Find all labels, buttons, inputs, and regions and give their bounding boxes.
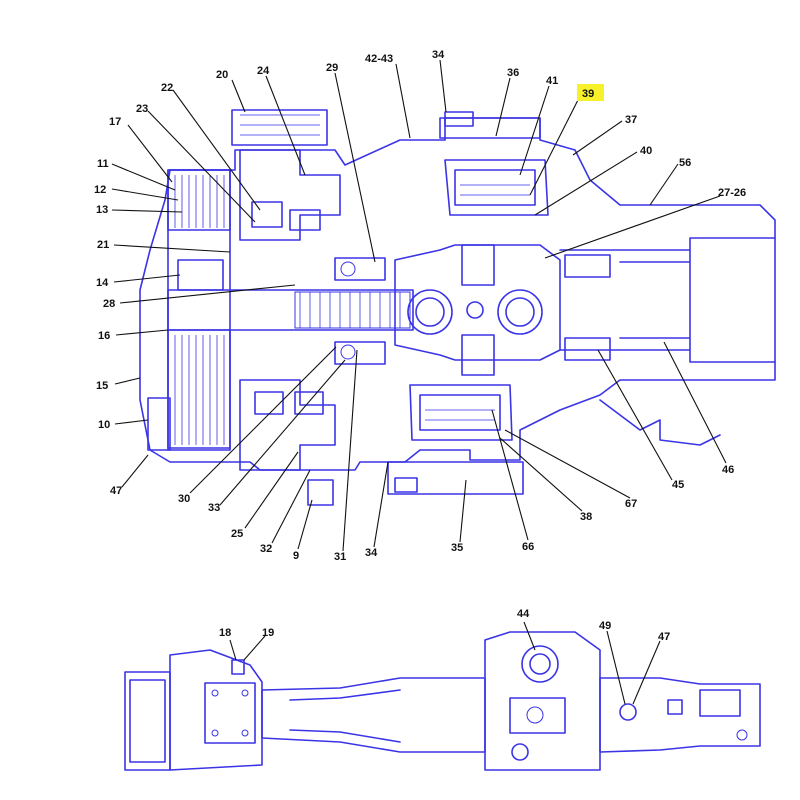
side-gear-left — [407, 289, 453, 335]
housing-rib — [599, 399, 721, 446]
nut-9 — [307, 479, 334, 506]
bolt-34-bottom — [394, 477, 418, 493]
callout-39: 39 — [582, 88, 594, 100]
input-flange-inner — [529, 653, 551, 675]
bearing-cup-top — [444, 159, 549, 216]
cap-35 — [387, 461, 524, 495]
callout-18: 18 — [219, 627, 231, 639]
callout-27-26: 27-26 — [718, 187, 746, 199]
callout-44: 44 — [517, 608, 530, 620]
callout-56: 56 — [679, 157, 691, 169]
axle-cross-section — [139, 109, 776, 506]
seal-45 — [564, 337, 611, 361]
input-flange-44 — [521, 645, 559, 683]
callout-17: 17 — [109, 116, 121, 128]
piston-14 — [177, 259, 224, 291]
tube-plate-right — [699, 689, 741, 717]
plug-49 — [619, 703, 637, 721]
bearing-29 — [334, 257, 386, 281]
leader-lines — [111, 59, 727, 705]
callout-35: 35 — [451, 542, 463, 554]
side-gear-right-inner — [505, 297, 535, 327]
bearing-24 — [289, 209, 321, 231]
differential-carrier-bottom — [509, 697, 566, 734]
callout-34-top: 34 — [432, 49, 445, 61]
callout-16: 16 — [98, 330, 110, 342]
callout-labels: 20 24 29 42-43 34 36 41 39 37 40 56 27-2… — [94, 49, 746, 643]
center-housing — [484, 631, 601, 771]
brake-pack-upper — [167, 169, 231, 231]
callout-15: 15 — [96, 380, 108, 392]
callout-46: 46 — [722, 464, 734, 476]
callout-49: 49 — [599, 620, 611, 632]
upper-gear-carrier — [239, 149, 341, 241]
callout-25: 25 — [231, 528, 243, 540]
cap-36 — [439, 117, 541, 139]
side-gear-right — [497, 289, 543, 335]
callout-14: 14 — [96, 277, 109, 289]
callout-9: 9 — [293, 550, 299, 562]
callout-22: 22 — [161, 82, 173, 94]
callout-33: 33 — [208, 502, 220, 514]
lower-gear-carrier — [239, 379, 336, 471]
callout-32: 32 — [260, 543, 272, 555]
bearing-33 — [294, 391, 324, 415]
callout-66: 66 — [522, 541, 534, 553]
differential-housing — [394, 244, 561, 361]
callout-13: 13 — [96, 204, 108, 216]
axle-overview — [124, 631, 761, 771]
planetary-end — [169, 649, 263, 771]
callout-45: 45 — [672, 479, 684, 491]
bearing-cup-bottom — [409, 384, 513, 441]
callout-31: 31 — [334, 551, 346, 563]
bolt-34-top — [444, 111, 474, 127]
brake-pack-lower — [167, 329, 231, 449]
callout-47-top: 47 — [110, 485, 122, 497]
callout-47-bottom: 47 — [658, 631, 670, 643]
callout-36: 36 — [507, 67, 519, 79]
axle-tube — [559, 237, 776, 363]
drain-plug — [511, 743, 529, 761]
callout-11: 11 — [97, 158, 109, 170]
wheel-hub — [124, 671, 171, 771]
spider-top — [461, 244, 495, 286]
brake-cover — [204, 682, 256, 744]
callout-67: 67 — [625, 498, 637, 510]
callout-39-highlight — [577, 84, 604, 101]
callout-19: 19 — [262, 627, 274, 639]
callout-40: 40 — [640, 145, 652, 157]
shaft-splines — [294, 291, 411, 329]
callout-21: 21 — [97, 239, 109, 251]
seal-27 — [564, 254, 611, 278]
plug-10 — [147, 397, 171, 451]
callout-12: 12 — [94, 184, 106, 196]
drive-shaft — [167, 289, 414, 331]
cross-pin — [466, 301, 484, 319]
tube-ribs-left — [289, 689, 401, 743]
callout-38: 38 — [580, 511, 592, 523]
callout-10: 10 — [98, 419, 110, 431]
callout-30: 30 — [178, 493, 190, 505]
callout-42-43: 42-43 — [365, 53, 393, 65]
bearing-31 — [334, 341, 386, 365]
callout-29: 29 — [326, 62, 338, 74]
plug-18-19 — [231, 659, 245, 675]
side-gear-left-inner — [415, 297, 445, 327]
spider-bottom — [461, 334, 495, 376]
callout-41: 41 — [546, 75, 558, 87]
callout-28: 28 — [103, 298, 115, 310]
bearing-30 — [254, 391, 284, 415]
callout-24: 24 — [257, 65, 270, 77]
callout-34-bottom: 34 — [365, 547, 378, 559]
axle-tube-left — [261, 677, 486, 753]
callout-20: 20 — [216, 69, 228, 81]
plug-right — [667, 699, 683, 715]
callout-23: 23 — [136, 103, 148, 115]
axle-tube-right — [599, 677, 761, 753]
callout-37: 37 — [625, 114, 637, 126]
bearing-22 — [251, 201, 283, 228]
